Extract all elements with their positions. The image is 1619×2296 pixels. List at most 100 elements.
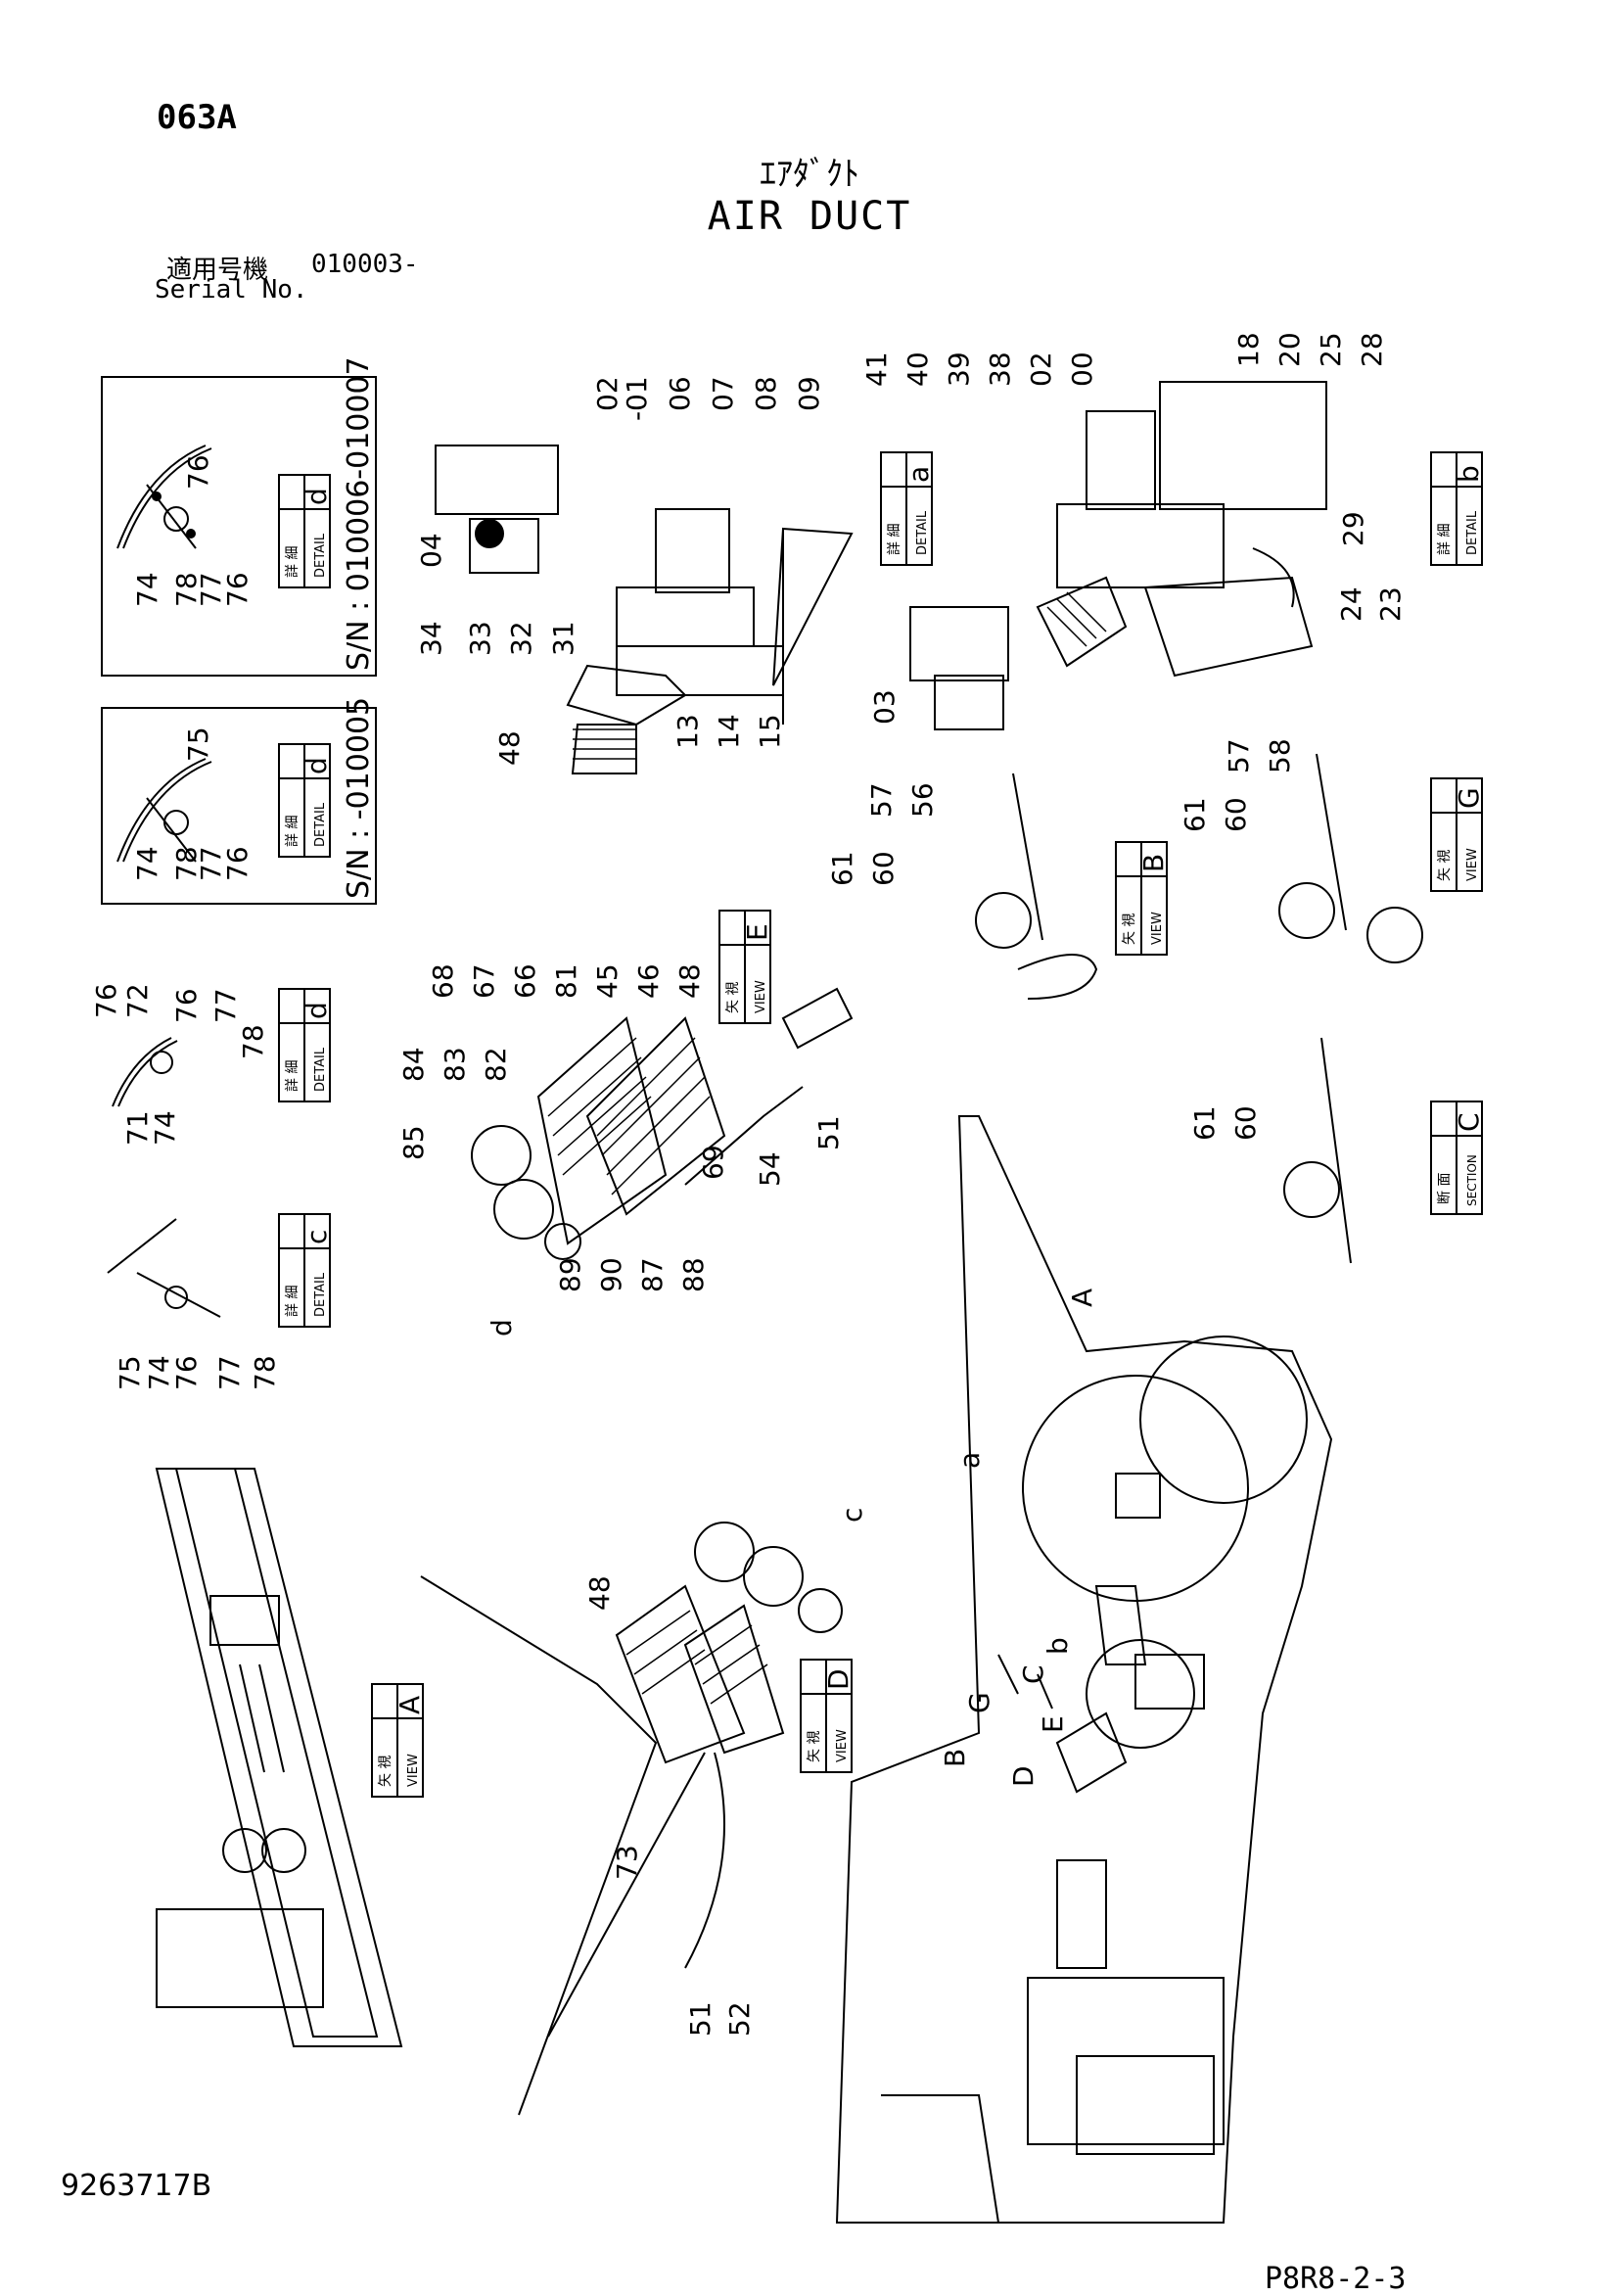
- part-66: 66: [509, 963, 541, 999]
- detail-jp: 詳 細: [285, 1060, 301, 1092]
- part-40: 40: [902, 351, 934, 387]
- label-G: G: [963, 1692, 995, 1713]
- part-90: 90: [595, 1257, 627, 1292]
- part-00: 00: [1066, 351, 1098, 387]
- part-60: 60: [1229, 1105, 1262, 1141]
- part-74: 74: [143, 1355, 175, 1390]
- part-77: 77: [195, 846, 227, 881]
- detail-en: DETAIL: [1465, 510, 1480, 555]
- part-61: 61: [826, 851, 858, 886]
- main-labels: a b A B C D E G: [939, 1289, 1098, 1787]
- part-83: 83: [439, 1047, 471, 1082]
- detail-b: 詳 細 DETAIL b 18 20 25 28 29 24 23: [1232, 332, 1485, 622]
- detail-d-box-1: 詳 細 DETAIL d S/N : 010006-010007 76 74 7…: [101, 356, 377, 677]
- part-45: 45: [591, 963, 624, 999]
- detail-jp: 詳 細: [285, 1286, 301, 1317]
- fan-assembly: 02 - 01 06 07 08 09 04 34 33 32 31 13 14…: [415, 376, 854, 774]
- section-c: 断 面 SECTION C 61 60: [1188, 1037, 1485, 1264]
- part-18: 18: [1232, 332, 1265, 367]
- detail-letter: a: [902, 466, 935, 483]
- part-06: 06: [664, 376, 696, 411]
- drawing-number: 9263717B: [61, 2169, 212, 2203]
- main-assembly: [835, 1115, 1333, 2224]
- part-38: 38: [984, 351, 1016, 387]
- part-54: 54: [754, 1151, 786, 1187]
- part-74: 74: [131, 572, 163, 607]
- part-08: 08: [750, 376, 782, 411]
- part-78: 78: [237, 1024, 269, 1059]
- part-15: 15: [754, 714, 786, 749]
- view-jp: 矢 視: [1437, 850, 1453, 881]
- view-e: 矢 視 VIEW E 68 67 66 81 45 46 48 84 83 82…: [397, 910, 854, 1336]
- serial-label-jp: 適用号機: [166, 256, 269, 285]
- detail-en: DETAIL: [313, 802, 328, 847]
- part-74: 74: [149, 1110, 181, 1146]
- sheet-reference: P8R8-2-3: [1265, 2262, 1407, 2296]
- part-61: 61: [1188, 1105, 1221, 1141]
- part-76: 76: [170, 988, 203, 1023]
- part-39: 39: [943, 351, 975, 387]
- label-E: E: [1037, 1715, 1069, 1733]
- part-78: 78: [170, 572, 203, 607]
- label-d: d: [486, 1319, 518, 1336]
- label-b: b: [1041, 1637, 1074, 1655]
- part-48: 48: [493, 730, 526, 766]
- view-a: 矢 視 VIEW A: [155, 1468, 426, 2047]
- part-88: 88: [677, 1257, 710, 1292]
- part-73: 73: [611, 1845, 643, 1880]
- part-09: 09: [793, 376, 825, 411]
- serial-label-en: Serial No.: [155, 275, 308, 305]
- part-84: 84: [397, 1047, 430, 1082]
- serial-range: S/N : 010006-010007: [342, 356, 376, 671]
- detail-d-3: 詳 細 DETAIL d 76 72 76 77 78 71 74: [90, 983, 333, 1146]
- part-13: 13: [671, 714, 704, 749]
- part-25: 25: [1315, 332, 1347, 367]
- part-85: 85: [397, 1125, 430, 1160]
- detail-c: 詳 細 DETAIL c 75 74 76 77 78: [107, 1213, 333, 1390]
- part-02-01: 02: [591, 376, 624, 411]
- part-75: 75: [182, 726, 214, 762]
- detail-letter: b: [1453, 465, 1485, 483]
- view-g: 矢 視 VIEW G 57 58 61 60: [1179, 738, 1485, 963]
- part-51: 51: [812, 1115, 845, 1150]
- view-jp: 矢 視: [807, 1731, 822, 1762]
- part-48: 48: [583, 1575, 616, 1611]
- view-jp: 矢 視: [725, 982, 741, 1013]
- part-24: 24: [1335, 586, 1367, 622]
- section-en: SECTION: [1465, 1154, 1479, 1206]
- part-34: 34: [415, 621, 447, 656]
- detail-jp: 詳 細: [285, 546, 301, 578]
- part-67: 67: [468, 963, 500, 999]
- part-60: 60: [1220, 797, 1252, 832]
- part-74: 74: [131, 846, 163, 881]
- label-D: D: [1007, 1765, 1040, 1787]
- detail-en: DETAIL: [313, 1272, 328, 1317]
- part-52: 52: [723, 2001, 756, 2037]
- part-57: 57: [1223, 738, 1255, 773]
- part-76: 76: [170, 1355, 203, 1390]
- part-81: 81: [550, 963, 582, 999]
- part-78: 78: [170, 846, 203, 881]
- detail-letter: d: [301, 488, 333, 505]
- view-letter: G: [1453, 787, 1485, 809]
- label-a: a: [953, 1452, 986, 1469]
- detail-letter: c: [301, 1230, 333, 1244]
- view-letter: A: [393, 1696, 426, 1714]
- part-28: 28: [1356, 332, 1388, 367]
- part-29: 29: [1337, 511, 1369, 546]
- page-title: AIR DUCT: [707, 194, 912, 239]
- view-en: VIEW: [1465, 848, 1480, 881]
- part-75: 75: [114, 1355, 146, 1390]
- view-en: VIEW: [1150, 912, 1165, 945]
- view-b: 矢 視 VIEW B 57 56 61 60: [826, 773, 1170, 1000]
- part-31: 31: [547, 621, 579, 656]
- view-letter: B: [1137, 854, 1170, 872]
- part-77: 77: [195, 572, 227, 607]
- part-02: 02: [1025, 351, 1057, 387]
- detail-en: DETAIL: [313, 1047, 328, 1092]
- part-33: 33: [464, 621, 496, 656]
- section-letter: C: [1453, 1112, 1485, 1132]
- part-69: 69: [697, 1145, 729, 1180]
- part-77: 77: [209, 988, 242, 1023]
- detail-jp: 詳 細: [887, 524, 902, 555]
